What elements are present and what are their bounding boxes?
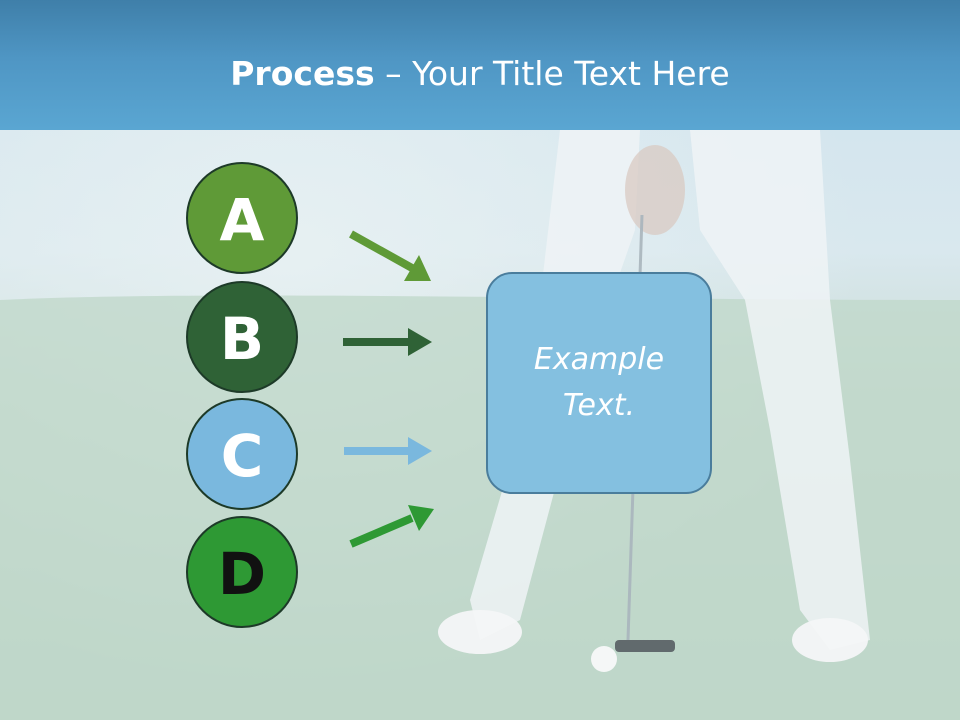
arrow-c-icon: [344, 437, 432, 465]
example-text-box: Example Text.: [486, 272, 712, 494]
step-d-letter: D: [217, 540, 267, 608]
title-bold: Process: [230, 54, 375, 93]
step-b-letter: B: [219, 305, 265, 373]
arrow-d-icon: [349, 505, 434, 548]
example-text: Example Text.: [533, 342, 665, 423]
step-c-letter: C: [220, 422, 264, 490]
step-b-circle: B: [186, 281, 298, 393]
step-a-circle: A: [186, 162, 298, 274]
step-d-circle: D: [186, 516, 298, 628]
title-bar: [0, 0, 960, 130]
slide-title: Process – Your Title Text Here: [0, 52, 960, 96]
step-c-circle: C: [186, 398, 298, 510]
arrow-b-icon: [343, 328, 432, 356]
title-rest: – Your Title Text Here: [374, 54, 730, 93]
step-a-letter: A: [219, 186, 265, 254]
arrow-a-icon: [349, 230, 431, 281]
